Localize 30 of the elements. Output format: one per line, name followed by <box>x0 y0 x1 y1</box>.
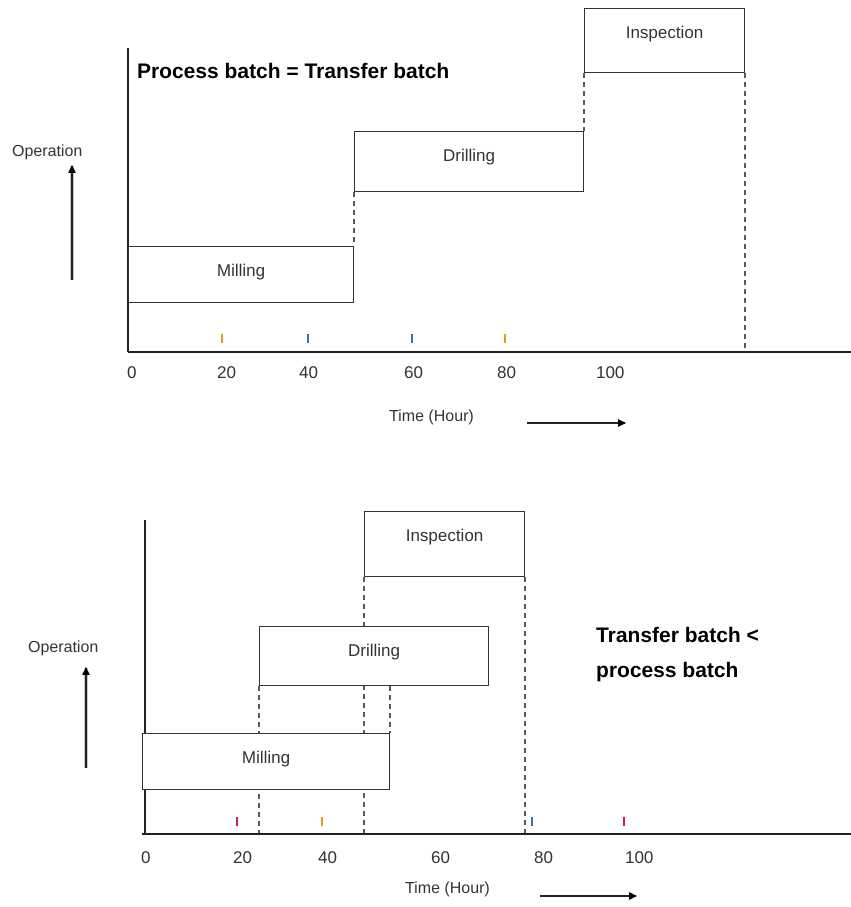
chart-note: Transfer batch < process batch <box>596 623 760 684</box>
tick-label: 60 <box>404 363 423 383</box>
operation-bar <box>142 733 390 790</box>
axis-label: Time (Hour) <box>389 408 474 426</box>
bar-label: Drilling <box>348 641 400 661</box>
operation-bar <box>584 8 745 73</box>
tick-label: 100 <box>596 363 624 383</box>
axis-label: Operation <box>28 639 98 657</box>
axis-label: Operation <box>12 143 82 161</box>
operation-bar <box>364 511 525 577</box>
tick-label: 40 <box>299 363 318 383</box>
bar-label: Inspection <box>626 23 704 43</box>
chart-title: Process batch = Transfer batch <box>137 60 450 84</box>
tick-label: 0 <box>127 363 136 383</box>
axis-label: Time (Hour) <box>405 880 490 898</box>
bar-label: Drilling <box>443 146 495 166</box>
tick-label: 20 <box>233 848 252 868</box>
tick-label: 80 <box>497 363 516 383</box>
operation-bar <box>259 626 489 686</box>
tick-label: 40 <box>318 848 337 868</box>
tick-label: 100 <box>625 848 654 868</box>
tick-label: 0 <box>141 848 150 868</box>
bar-label: Milling <box>242 748 290 768</box>
tick-label: 80 <box>534 848 553 868</box>
tick-label: 60 <box>431 848 450 868</box>
tick-label: 20 <box>217 363 236 383</box>
operation-bar <box>128 246 354 303</box>
bar-label: Inspection <box>406 526 484 546</box>
operation-bar <box>354 131 584 192</box>
bar-label: Milling <box>216 261 266 281</box>
